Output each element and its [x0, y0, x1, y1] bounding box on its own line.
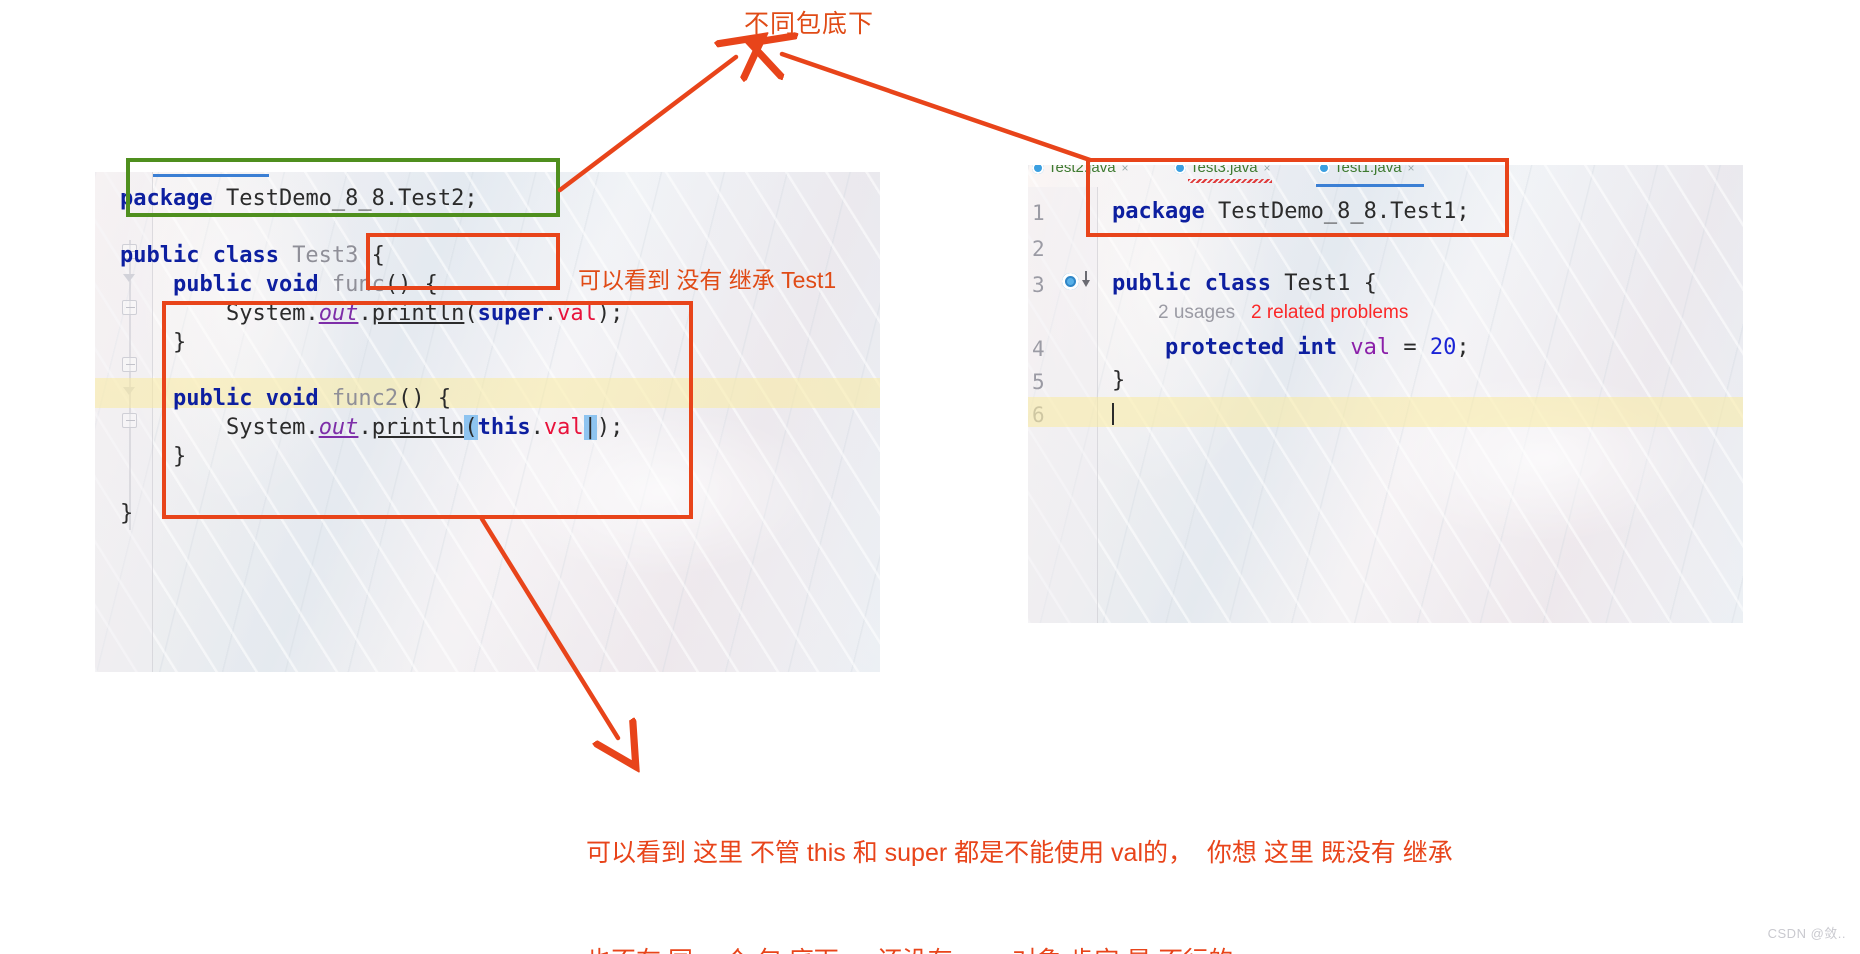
line-number: 2	[1032, 237, 1045, 261]
left-gutter[interactable]	[95, 172, 153, 672]
code-token: public void	[120, 386, 332, 411]
code-token: func2	[331, 386, 399, 411]
code-token: println	[371, 301, 465, 326]
line-number: 1	[1032, 201, 1045, 225]
fold-marker-6[interactable]	[122, 413, 137, 428]
code-line: System.out.println(this.val|);	[120, 415, 624, 440]
code-token: public void	[120, 272, 332, 297]
java-file-icon	[1032, 165, 1044, 174]
code-token: super	[477, 301, 544, 326]
code-token: val	[557, 301, 597, 326]
fold-marker-4[interactable]	[122, 357, 137, 372]
code-line: package TestDemo_8_8.Test1;	[1112, 201, 1470, 223]
fold-marker-2[interactable]	[122, 271, 137, 286]
code-token: }	[120, 330, 187, 355]
code-token: out	[318, 301, 359, 326]
code-token: System.	[120, 415, 319, 440]
implemented-by-arrow-icon[interactable]	[1082, 280, 1090, 287]
annotation-bottom-note: 可以看到 这里 不管 this 和 super 都是不能使用 val的， 你想 …	[586, 763, 1453, 954]
code-token: .	[358, 301, 372, 326]
code-token: package	[1112, 199, 1218, 224]
run-class-gutter-icon[interactable]	[1062, 273, 1079, 290]
code-line	[1112, 403, 1114, 426]
code-token: package	[120, 186, 226, 211]
code-token: .	[358, 415, 372, 440]
annotation-bottom-line-2: 也不在 同 一个 包 底下， 还没有 new 对象 肯定 是 不行的	[586, 943, 1453, 954]
code-token: this	[477, 415, 531, 440]
code-token: ;	[1456, 335, 1470, 360]
code-token: Test3	[292, 243, 359, 268]
arrow-right-to-title	[782, 54, 1093, 163]
code-line: public void func() {	[120, 274, 438, 296]
implemented-by-arrow-stem	[1085, 271, 1087, 281]
line-number: 5	[1032, 370, 1045, 394]
usages-hint[interactable]: 2 usages	[1158, 302, 1236, 323]
code-token: =	[1390, 335, 1430, 360]
annotation-title: 不同包底下	[744, 10, 875, 38]
code-line: }	[120, 332, 186, 354]
code-token: () {	[384, 272, 438, 297]
code-line: public class Test3 {	[120, 245, 385, 267]
code-line: System.out.println(super.val);	[120, 303, 623, 325]
csdn-watermark: CSDN @敛..	[1767, 926, 1846, 941]
code-token: (	[464, 301, 478, 326]
editor-background-wallpaper	[1028, 165, 1743, 623]
code-token: System.	[120, 301, 319, 326]
inlay-hint-row[interactable]: 2 usages 2 related problems	[1158, 302, 1408, 324]
code-token: TestDemo_8_8.Test2;	[225, 186, 478, 211]
arrow-left-to-title	[557, 57, 736, 193]
code-token: public class	[1112, 271, 1285, 296]
code-token: val	[1350, 335, 1391, 360]
right-code-area[interactable]: package TestDemo_8_8.Test1; public class…	[1028, 165, 1743, 623]
code-token: |	[583, 415, 597, 440]
code-line: public void func2() {	[120, 388, 451, 410]
right-current-line-highlight	[1028, 397, 1743, 427]
code-token: TestDemo_8_8.Test1;	[1217, 199, 1470, 224]
code-token: println	[371, 415, 465, 440]
code-token: 20	[1429, 335, 1457, 360]
code-line: package TestDemo_8_8.Test2;	[120, 188, 478, 210]
text-caret	[1112, 403, 1114, 425]
code-token: }	[120, 444, 187, 469]
fold-marker-1[interactable]	[122, 244, 137, 259]
code-token: out	[318, 415, 359, 440]
line-number: 3	[1032, 273, 1045, 297]
code-token: }	[1112, 368, 1126, 393]
code-line: protected int val = 20;	[1112, 337, 1470, 359]
code-token: );	[596, 301, 624, 326]
code-token: protected int	[1112, 335, 1351, 360]
annotation-middle: 可以看到 没有 继承 Test1	[578, 267, 837, 293]
code-token: (	[464, 415, 478, 440]
code-token: Test1 {	[1284, 271, 1377, 296]
code-token: {	[358, 243, 385, 268]
left-code-editor[interactable]: package TestDemo_8_8.Test2; public class…	[95, 172, 880, 672]
annotation-bottom-line-1: 可以看到 这里 不管 this 和 super 都是不能使用 val的， 你想 …	[586, 839, 1453, 867]
line-number: 4	[1032, 337, 1045, 361]
code-line: public class Test1 {	[1112, 273, 1377, 295]
code-token: .	[530, 415, 544, 440]
code-line: }	[120, 446, 186, 468]
code-token: func	[331, 272, 385, 297]
code-token: val	[543, 415, 584, 440]
code-token: () {	[398, 386, 452, 411]
related-problems-hint[interactable]: 2 related problems	[1250, 302, 1409, 323]
code-token: );	[596, 415, 624, 440]
fold-marker-3[interactable]	[122, 300, 137, 315]
code-line: }	[1112, 370, 1125, 392]
code-token: }	[120, 501, 134, 526]
code-token: public class	[120, 243, 293, 268]
code-line: }	[120, 503, 133, 525]
left-code-area[interactable]: package TestDemo_8_8.Test2; public class…	[95, 172, 880, 672]
code-token: .	[543, 301, 558, 326]
right-code-editor[interactable]: Test2.java× Test3.java× Test1.java× 1 2 …	[1028, 165, 1743, 623]
